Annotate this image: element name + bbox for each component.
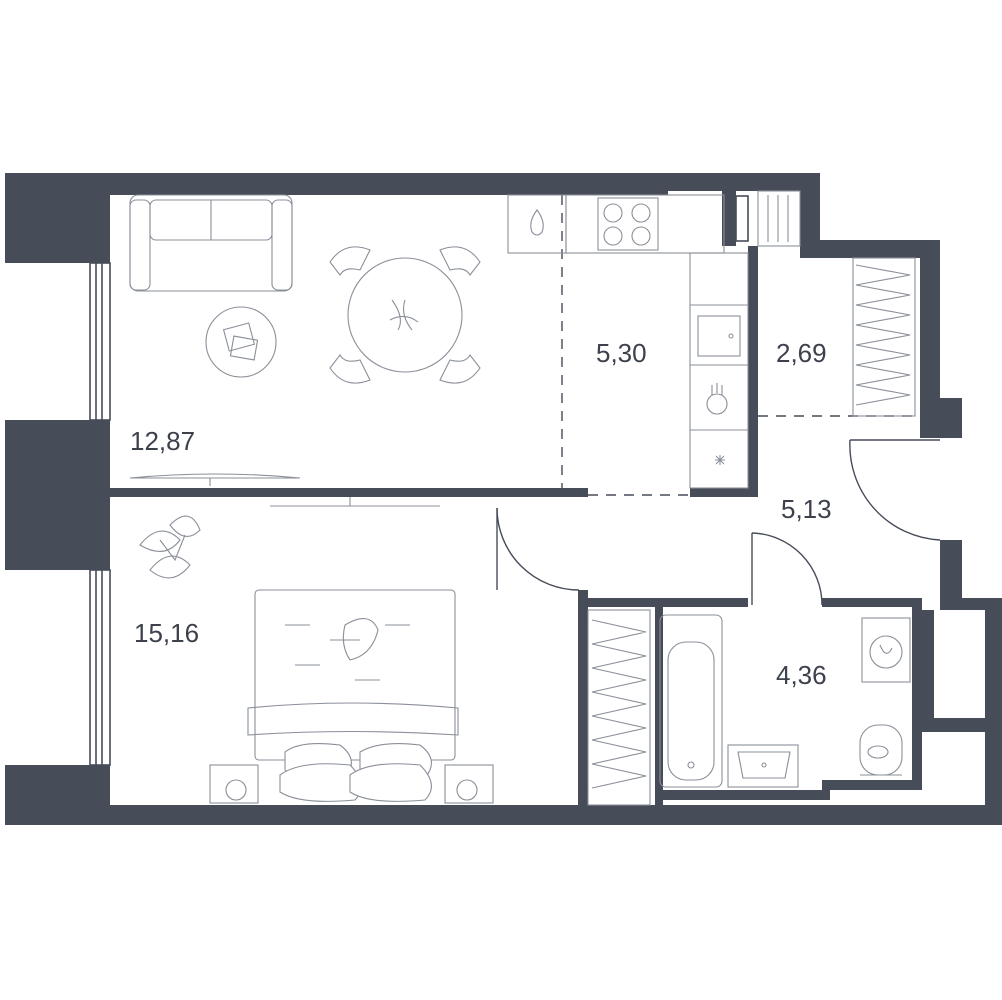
walls — [5, 173, 1002, 825]
bed-icon — [209, 589, 494, 804]
area-labels: 12,87 5,30 2,69 5,13 15,16 4,36 — [130, 338, 832, 690]
bedroom-furniture — [139, 497, 651, 806]
area-living-room: 12,87 — [130, 426, 195, 456]
bathroom-furniture — [659, 614, 911, 788]
living-furniture — [129, 194, 481, 486]
sink-icon — [727, 744, 799, 788]
coffee-table-icon — [205, 306, 277, 378]
dining-table-icon — [329, 246, 481, 384]
area-kitchen: 5,30 — [596, 338, 647, 368]
sofa-icon — [129, 194, 293, 292]
kitchen-furniture — [507, 194, 749, 489]
doors — [496, 439, 941, 606]
washing-machine-icon — [861, 617, 911, 683]
bedroom-wardrobe — [587, 609, 651, 806]
area-wardrobe: 2,69 — [776, 338, 827, 368]
tv-icon — [129, 473, 301, 486]
area-bathroom: 4,36 — [776, 660, 827, 690]
area-hallway: 5,13 — [781, 494, 832, 524]
plant-icon — [139, 515, 201, 579]
wardrobe-furniture — [757, 190, 916, 417]
toilet-icon — [859, 724, 903, 776]
windows — [89, 262, 111, 766]
tv-icon-bedroom — [270, 497, 440, 507]
bathtub-icon — [659, 614, 723, 788]
area-bedroom: 15,16 — [134, 618, 199, 648]
